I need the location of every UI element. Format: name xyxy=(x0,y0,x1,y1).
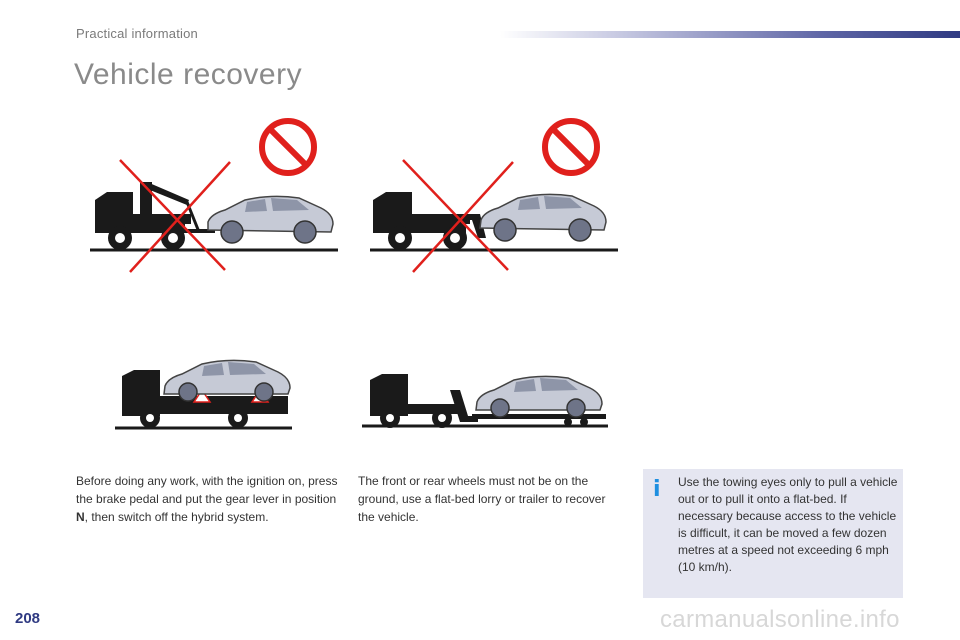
tow-truck-crane-prohibited-icon xyxy=(90,118,338,273)
trailer-transport-icon xyxy=(362,374,608,428)
cross-icon xyxy=(119,159,231,273)
prohibited-sign-icon xyxy=(542,118,600,176)
recovery-instructions-text: The front or rear wheels must not be on … xyxy=(358,474,606,524)
section-label: Practical information xyxy=(76,26,198,41)
cross-icon xyxy=(402,159,514,273)
ignition-instructions-part-1: Before doing any work, with the ignition… xyxy=(76,474,338,506)
car-icon xyxy=(163,359,291,402)
car-icon xyxy=(479,193,607,242)
car-icon xyxy=(207,195,334,244)
header-bar xyxy=(500,31,960,38)
tow-truck-icon xyxy=(373,192,486,250)
flatbed-lorry-icon xyxy=(115,359,292,430)
info-box-text: Use the towing eyes only to pull a vehic… xyxy=(678,475,898,574)
info-icon: i xyxy=(653,477,661,502)
tow-truck-dolly-prohibited-icon xyxy=(370,118,618,273)
ignition-instructions-part-2: , then switch off the hybrid system. xyxy=(84,510,269,524)
page-title: Vehicle recovery xyxy=(74,58,303,91)
car-icon xyxy=(475,375,603,418)
ignition-instructions-text: Before doing any work, with the ignition… xyxy=(76,472,344,526)
prohibited-sign-icon xyxy=(259,118,317,176)
info-box xyxy=(643,469,903,598)
watermark: carmanualsonline.info xyxy=(660,606,900,633)
gear-position-label: N xyxy=(76,510,85,524)
page-number: 208 xyxy=(15,610,41,627)
